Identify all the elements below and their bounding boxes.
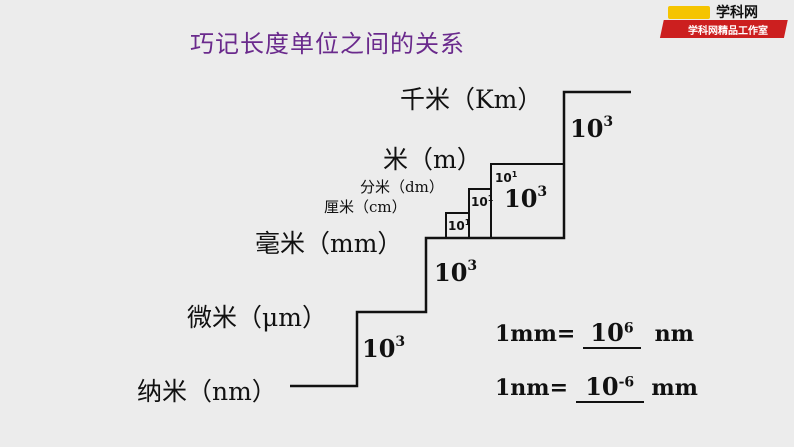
logo-brand-text: 学科网: [716, 5, 758, 21]
step-factor-m-mm: 103: [504, 184, 548, 213]
step-factor-m-dm: 101: [495, 170, 518, 185]
unit-m: 米（m）: [383, 145, 482, 174]
conversion-lhs: 1mm=: [495, 321, 576, 347]
staircase-line: [290, 90, 631, 388]
conversion-unit: mm: [651, 375, 698, 401]
page-title: 巧记长度单位之间的关系: [190, 30, 465, 58]
step-factor-dm-cm: 101: [471, 194, 494, 209]
step-factor-mm-um: 103: [434, 258, 478, 287]
step-factor-km-m: 103: [570, 114, 614, 143]
unit-nm: 纳米（nm）: [137, 377, 277, 406]
logo-tagline: 学科网精品工作室: [688, 26, 768, 37]
unit-um: 微米（μm）: [187, 303, 327, 332]
conversion-lhs: 1nm=: [495, 375, 569, 401]
small-staircase-line: [445, 163, 564, 238]
unit-cm: 厘米（cm）: [324, 198, 407, 216]
unit-mm: 毫米（mm）: [255, 229, 403, 258]
conversion-nm-mm: 1nm= 10-6 mm: [495, 372, 698, 403]
conversion-mm-nm: 1mm= 106 nm: [495, 318, 694, 349]
conversion-unit: nm: [654, 321, 694, 347]
step-factor-um-nm: 103: [362, 334, 406, 363]
conversion-answer: 106: [582, 318, 641, 349]
unit-dm: 分米（dm）: [360, 178, 444, 196]
unit-km: 千米（Km）: [400, 85, 543, 114]
step-factor-cm-mm: 101: [448, 218, 471, 233]
conversion-answer: 10-6: [575, 372, 644, 403]
brand-logo: 学科网 学科网精品工作室: [654, 0, 794, 40]
